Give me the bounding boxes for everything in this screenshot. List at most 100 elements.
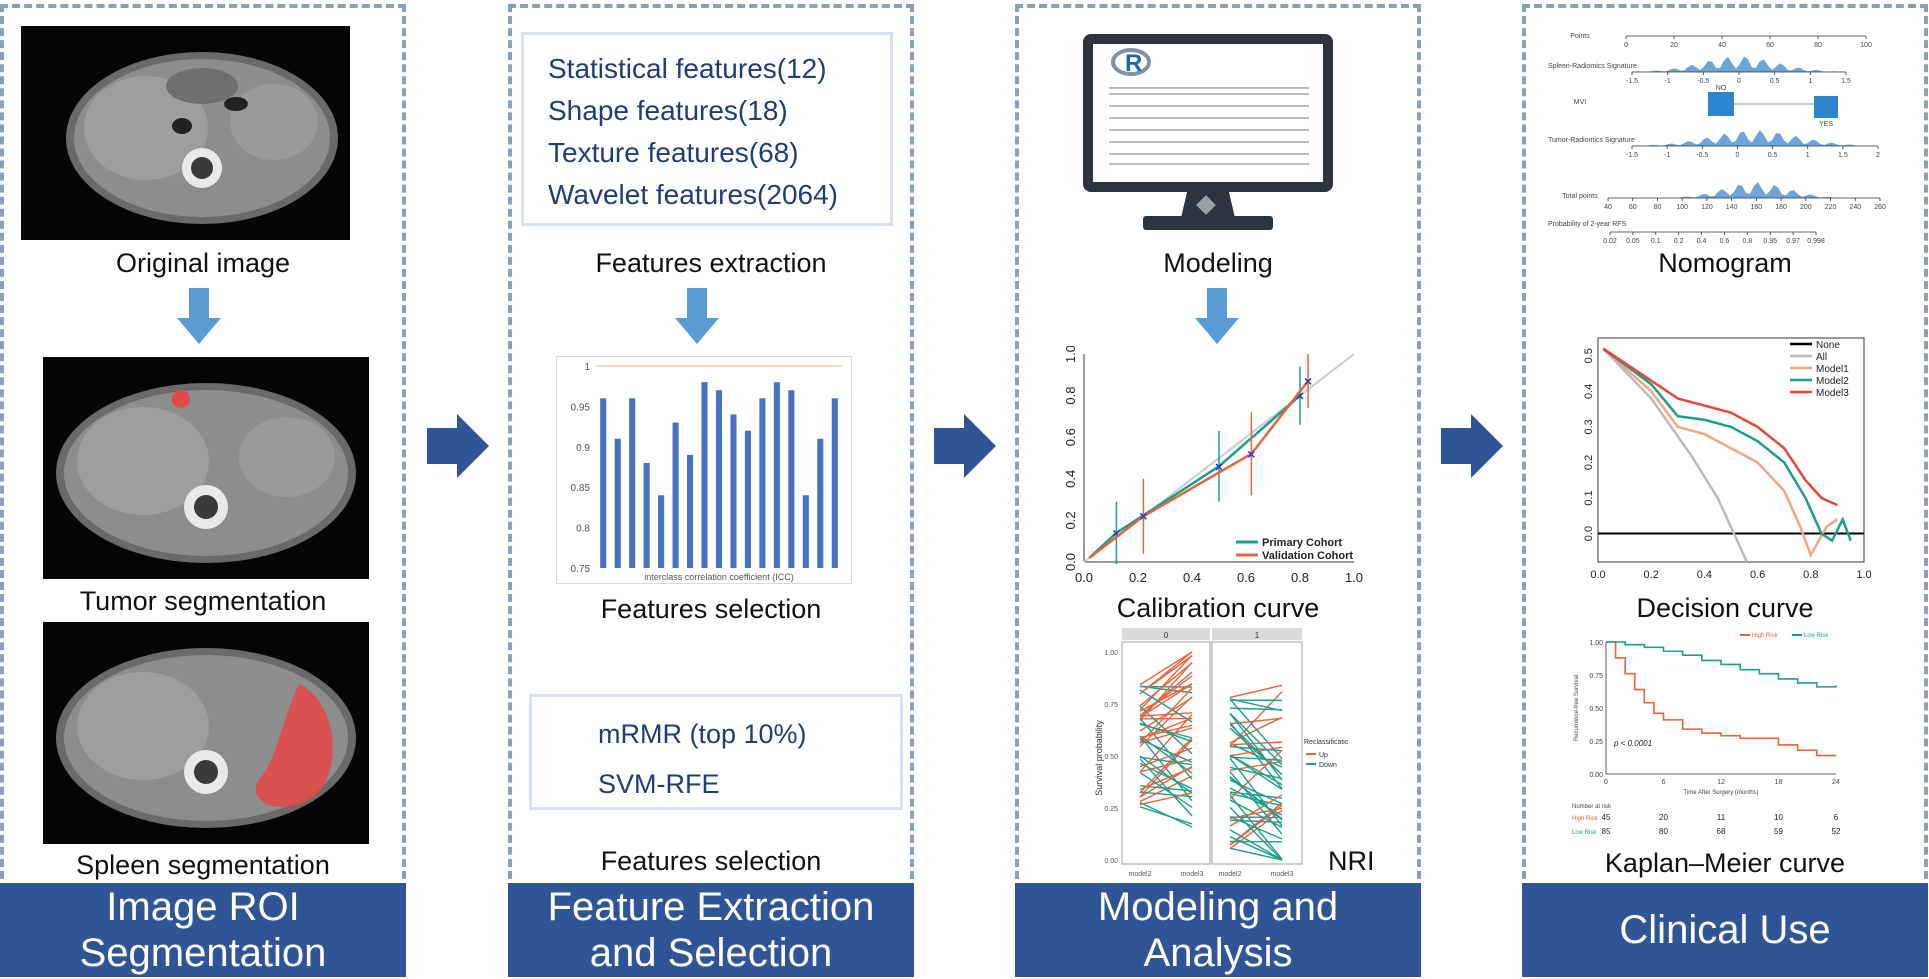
nomogram-tick-label: 0.5 [1768,152,1778,159]
bar [730,414,737,568]
nomogram-row-label: Probability of 2-year RFS [1548,221,1627,228]
down-arrow-icon [177,288,221,344]
risk-table-cell: 10 [1774,813,1783,822]
x-tick-label: 0.6 [1750,569,1765,581]
bar [614,438,621,568]
reclass-line [1229,836,1283,861]
y-tick-label: 0.8 [1063,387,1078,405]
nomogram-tick-label: 40 [1718,42,1726,49]
mvi-label: NO [1716,85,1727,92]
risk-table-cell: 52 [1832,827,1841,836]
reclass-line [1139,735,1193,774]
panel-roi-segmentation [0,4,406,879]
nomogram-tick-label: 0.6 [1720,238,1730,244]
nomogram-tick-label: 0.1 [1651,238,1661,244]
reclass-line [1139,689,1193,723]
footer-line: Clinical Use [1619,908,1831,952]
reclass-line [1139,758,1193,773]
series-line [1602,347,1749,563]
x-tick-label: model3 [1181,871,1204,878]
x-tick-label: 0.8 [1291,570,1309,585]
down-arrow-icon [1195,288,1239,344]
feature-list-item: Shape features(18) [548,95,788,126]
p-value-annotation: p < 0.0001 [1613,739,1652,748]
y-tick-label: 0.75 [1589,673,1603,680]
caption-kaplan-meier: Kaplan–Meier curve [1604,848,1846,878]
nomogram-tick-label: 0 [1735,152,1739,159]
x-tick-label: model2 [1219,871,1242,878]
caption-spleen-segmentation: Spleen segmentation [76,850,330,880]
y-tick-label: 0.50 [1104,754,1118,761]
reclass-line [1139,727,1193,744]
y-tick-label: 0.50 [1589,706,1603,713]
feature-list-item: Statistical features(12) [548,53,827,84]
down-arrow-icon [675,288,719,344]
reclass-line [1139,705,1193,755]
y-tick-label: 0.3 [1583,419,1595,434]
y-tick-label: 0.75 [1104,702,1118,709]
risk-table-cell: 20 [1659,813,1668,822]
risk-table-row-label: High Risk [1572,816,1599,822]
y-tick-label: 0.2 [1583,455,1595,470]
reclass-line [1139,682,1193,712]
nomogram-tick-label: 260 [1874,204,1886,211]
nomogram-tick-label: 0.02 [1603,238,1617,244]
reclass-line [1139,738,1193,763]
reclass-line [1229,712,1283,766]
caption-calibration-curve: Calibration curve [1116,593,1320,623]
legend-title: Reclassification [1304,739,1348,746]
reclass-line [1139,762,1193,790]
nomogram-tick-label: 100 [1860,42,1872,49]
legend-label: Up [1319,752,1328,759]
nomogram-tick-label: 220 [1825,204,1837,211]
nomogram-tick-label: 0.5 [1770,78,1780,85]
bar [773,382,780,568]
nomogram-row-label: MVI [1574,99,1587,106]
caption-modeling: Modeling [1163,248,1273,278]
bar [687,454,694,568]
caption-decision-curve: Decision curve [1636,593,1814,623]
r-logo: R [1125,50,1142,77]
nomogram-tick-label: -1.5 [1626,152,1638,159]
y-tick-label: 0.8 [576,524,590,535]
bar [629,398,636,568]
nomogram-tick-label: 200 [1800,204,1812,211]
x-tick-label: 6 [1662,779,1666,786]
footer-line: Feature Extraction [547,885,875,929]
legend-label: None [1816,340,1840,351]
right-arrow-icon [934,414,996,478]
data-point: × [1247,446,1255,462]
reclass-line [1139,714,1193,773]
y-tick-label: 0.1 [1583,490,1595,505]
nomogram-tick-label: 0.05 [1626,238,1640,244]
nomogram-tick-label: -0.5 [1696,152,1708,159]
nomogram-tick-label: 0.95 [1763,238,1777,244]
risk-table-cell: 68 [1717,827,1726,836]
bar [817,438,824,568]
facet-panel [1121,641,1211,865]
reclass-line [1139,687,1193,744]
facet-label: 0 [1164,631,1169,640]
facet-label: 1 [1255,631,1260,640]
reclass-line [1229,754,1283,791]
nomogram-tick-label: 1.5 [1841,78,1851,85]
nomogram-tick-label: 1 [1806,152,1810,159]
nomogram-tick-label: 0.998 [1807,238,1825,244]
risk-table-cell: 6 [1834,813,1839,822]
bar [788,390,795,568]
footer-line: Modeling and [1097,885,1339,929]
reclass-line [1229,792,1283,807]
x-tick-label: 0.4 [1697,569,1712,581]
y-tick-label: 0.25 [1104,806,1118,813]
method-item: mRMR (top 10%) [598,719,807,749]
risk-table-cell: 80 [1659,827,1668,836]
bar [744,430,751,568]
footer-clinical-use: Clinical Use [1522,883,1928,977]
nomogram-tick-label: 80 [1654,204,1662,211]
bar [658,495,665,568]
x-tick-label: 18 [1775,779,1783,786]
footer-line: Analysis [1143,931,1293,975]
x-tick-label: model2 [1129,871,1152,878]
